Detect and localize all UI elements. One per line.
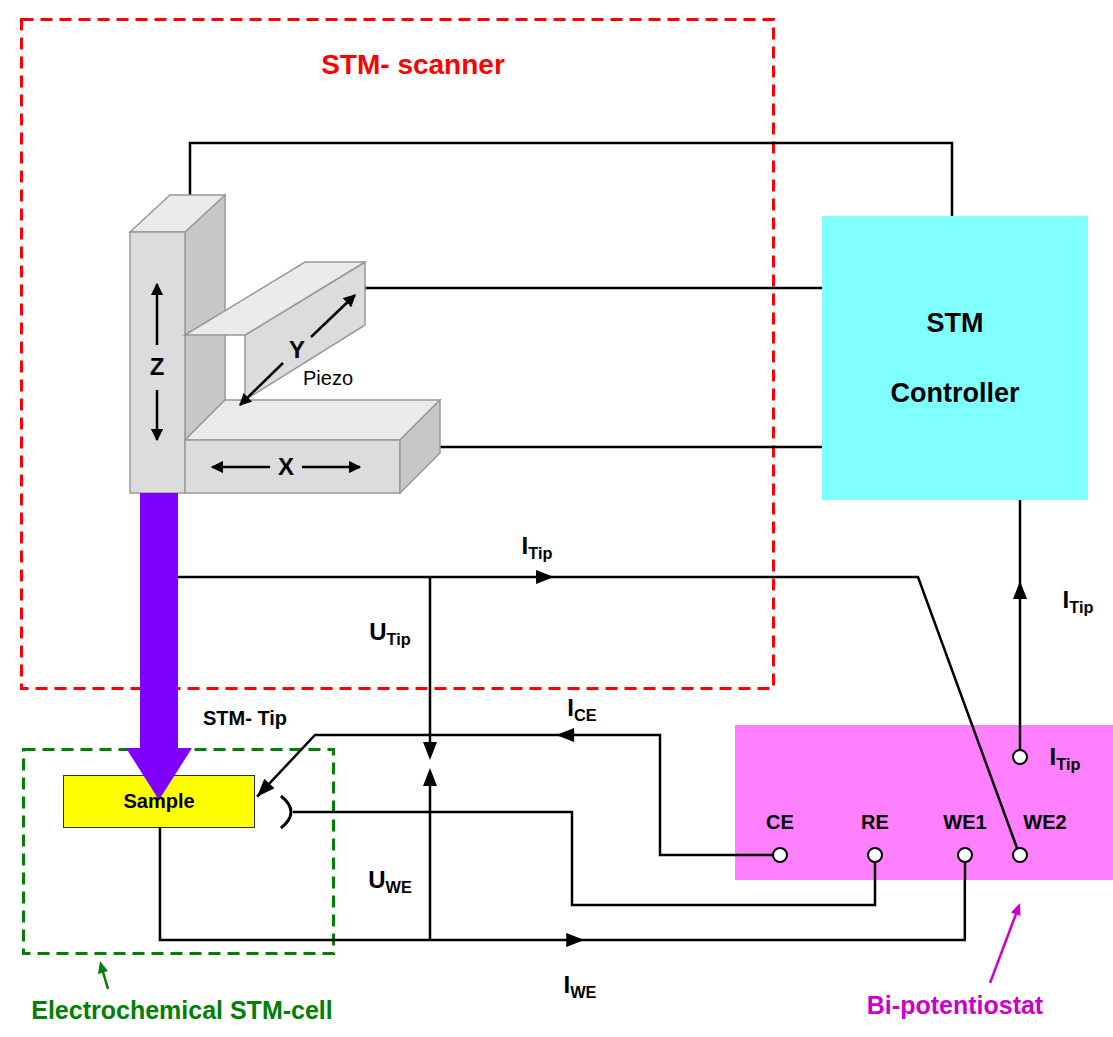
z-piezo-wire xyxy=(190,143,952,216)
signal-name: ITip xyxy=(1063,587,1094,613)
x-axis-arrow xyxy=(212,466,270,469)
stm-scanner-region-shape xyxy=(22,20,774,689)
arrow-head xyxy=(1013,581,1027,599)
arrow-head xyxy=(423,768,437,786)
arrow-head xyxy=(423,742,437,760)
axis-label: Y xyxy=(289,337,305,363)
signal-name: ICE xyxy=(567,695,596,721)
terminal-name: WE1 xyxy=(943,811,986,833)
electrochemical-cell-region-shape xyxy=(24,750,334,954)
terminal-circle xyxy=(868,848,882,862)
x-piezo-wire xyxy=(440,446,822,449)
region-heading: Electrochemical STM-cell xyxy=(31,996,333,1025)
arrow-head xyxy=(556,728,574,742)
z-axis-arrow xyxy=(156,284,159,345)
we1-terminal-stub xyxy=(964,862,967,880)
bi-potentiostat-box: Bi-potentiostat xyxy=(735,725,1113,880)
region-heading: Bi-potentiostat xyxy=(867,991,1043,1020)
tip-wire xyxy=(178,577,1017,848)
x-piezo-front xyxy=(185,440,400,493)
counter-electrode-wire xyxy=(257,735,735,855)
terminal-circle xyxy=(773,848,787,862)
connectors xyxy=(160,500,1027,947)
terminal-name: CE xyxy=(766,811,794,833)
reference-electrode-symbol xyxy=(281,796,291,828)
connector-group xyxy=(1013,500,1027,725)
connector-group xyxy=(160,828,965,947)
sample-box: Sample xyxy=(63,775,255,828)
x-piezo-end xyxy=(400,400,440,493)
terminal-circle xyxy=(1013,750,1027,764)
axis-label: Z xyxy=(150,354,165,380)
tip-voltage-line xyxy=(429,577,432,744)
terminal-name: RE xyxy=(861,811,889,833)
part-name: Piezo xyxy=(303,367,353,389)
piezo-scanner xyxy=(130,195,440,493)
stm-tip-shaft xyxy=(140,493,178,750)
box-label: STM Controller xyxy=(870,288,1040,428)
z-axis-arrow xyxy=(156,390,159,440)
bi-potentiostat-box-shape xyxy=(735,725,1113,880)
terminal-name: ITip xyxy=(1050,744,1081,770)
x-axis-arrow xyxy=(302,466,360,469)
y-piezo-wire xyxy=(365,287,822,290)
y-axis-arrow xyxy=(311,295,355,337)
part-name: STM- Tip xyxy=(203,707,287,729)
leader-arrow-head xyxy=(98,961,108,974)
box-label: Sample xyxy=(123,790,194,813)
terminal-circle xyxy=(1013,848,1027,862)
working-electrode-wire xyxy=(160,828,965,940)
node-shapes xyxy=(22,20,1113,954)
stm-controller-box-shape xyxy=(822,216,1088,500)
signal-name: ITip xyxy=(522,533,553,559)
stm-illustration xyxy=(98,143,1027,989)
electrochemical-cell-region: Electrochemical STM-cellSample xyxy=(22,748,335,955)
y-piezo-top xyxy=(185,262,365,335)
tip-current-wire xyxy=(1019,500,1022,725)
signal-name: IWE xyxy=(564,972,597,998)
leader-arrow-head xyxy=(1011,903,1021,916)
x-piezo-top xyxy=(185,400,440,440)
axis-label: X xyxy=(278,454,294,480)
signal-name: UWE xyxy=(368,867,412,893)
ce-terminal-stub xyxy=(735,854,773,857)
region-heading: STM- scanner xyxy=(321,49,505,81)
reference-wire xyxy=(293,812,875,905)
terminal-circle xyxy=(958,848,972,862)
arrow-head xyxy=(566,933,584,947)
signal-name: UTip xyxy=(369,619,411,645)
leader-arrow xyxy=(103,972,108,989)
we-voltage-line xyxy=(429,784,432,940)
z-piezo-front xyxy=(130,232,185,493)
itip-terminal-stub xyxy=(1019,725,1022,750)
z-piezo-top xyxy=(130,195,225,232)
arrow-head xyxy=(257,779,274,797)
connector-group xyxy=(257,728,735,855)
stm-controller-box: STM Controller xyxy=(822,216,1088,500)
leader-arrow xyxy=(990,914,1016,983)
stm-scanner-region: STM- scanner xyxy=(20,18,775,690)
terminal-name: WE2 xyxy=(1023,811,1066,833)
arrow-head xyxy=(536,570,554,584)
y-axis-arrow xyxy=(240,363,283,405)
